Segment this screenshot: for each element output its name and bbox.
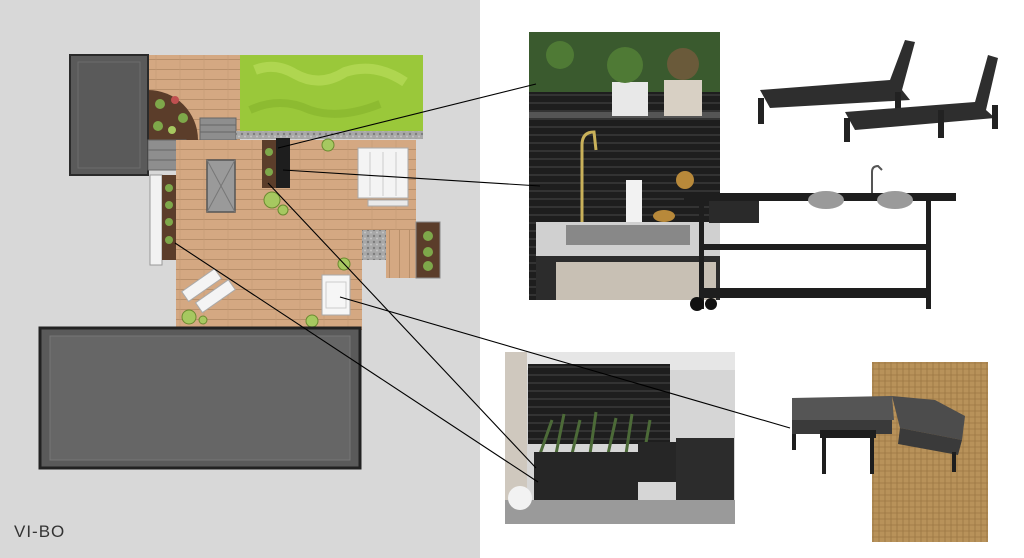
connector-left-planter xyxy=(174,242,539,483)
connector-kitchen xyxy=(282,169,541,187)
roof-garage xyxy=(69,54,149,176)
kitchen-planter xyxy=(262,140,276,188)
product-sun-loungers xyxy=(758,40,998,142)
vibo-logo: VI-BO xyxy=(14,522,66,541)
plant-pots xyxy=(181,138,351,328)
kitchen-unit xyxy=(276,138,290,188)
product-outdoor-kitchen-photo xyxy=(529,32,720,300)
product-kitchen-trolley xyxy=(684,164,956,311)
connector-lines xyxy=(174,83,791,483)
garden-steps xyxy=(199,117,237,141)
connector-planter-kitchen xyxy=(277,83,537,149)
connector-kitchen-planter-screen xyxy=(267,182,537,469)
connector-sofa xyxy=(339,296,791,429)
lounger-plan xyxy=(181,268,236,314)
product-planter-screen-photo xyxy=(505,352,735,524)
product-corner-sofa-set xyxy=(792,362,988,542)
